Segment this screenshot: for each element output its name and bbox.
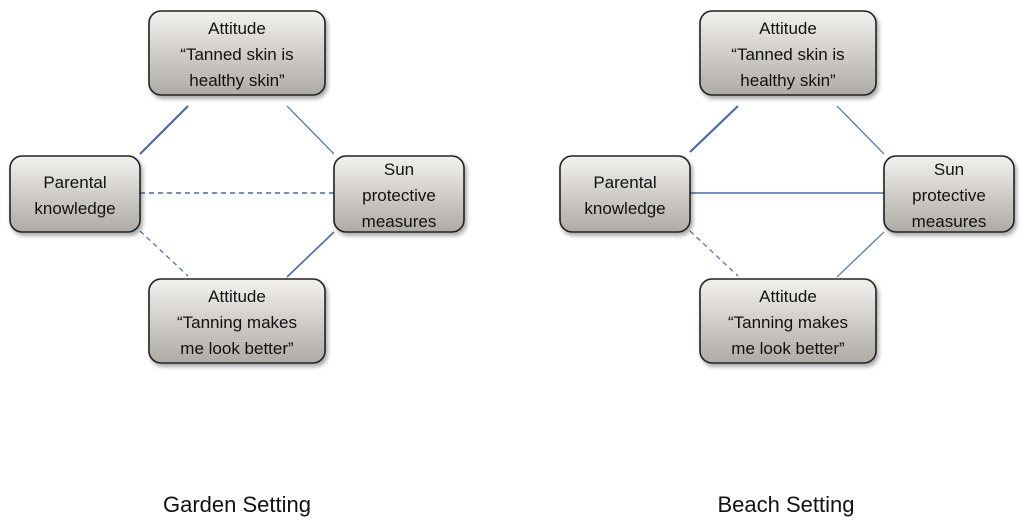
node-line: me look better” <box>731 339 845 358</box>
edge-parental-attitude-top <box>689 105 739 153</box>
edge-parental-attitude-bottom <box>139 230 189 277</box>
edge-attitude-top-sun <box>286 105 335 155</box>
beach-panel: Attitude “Tanned skin is healthy skin” P… <box>559 10 1015 517</box>
node-line: Attitude <box>208 19 266 38</box>
node-line: healthy skin” <box>740 71 836 90</box>
node-line: “Tanning makes <box>728 313 848 332</box>
node-parental-knowledge: Parental knowledge <box>559 155 691 233</box>
node-parental-knowledge: Parental knowledge <box>9 155 141 233</box>
node-line: Sun <box>934 160 964 179</box>
node-attitude-tanned-skin: Attitude “Tanned skin is healthy skin” <box>699 10 877 96</box>
node-line: “Tanned skin is <box>180 45 293 64</box>
node-line: healthy skin” <box>189 71 285 90</box>
node-line: measures <box>362 212 437 231</box>
node-attitude-tanning-makes: Attitude “Tanning makes me look better” <box>148 278 326 364</box>
edge-parental-attitude-top <box>139 105 189 155</box>
node-line: Sun <box>384 160 414 179</box>
edge-attitude-top-sun <box>836 105 885 155</box>
node-attitude-tanning-makes: Attitude “Tanning makes me look better” <box>699 278 877 364</box>
edge-attitude-bottom-sun <box>286 231 335 278</box>
garden-caption: Garden Setting <box>163 492 311 517</box>
node-line: knowledge <box>34 199 115 218</box>
garden-panel: Attitude “Tanned skin is healthy skin” P… <box>9 10 465 517</box>
node-line: “Tanning makes <box>177 313 297 332</box>
node-sun-protective-measures: Sun protective measures <box>883 155 1015 233</box>
node-line: knowledge <box>584 199 665 218</box>
node-line: Attitude <box>759 19 817 38</box>
node-attitude-tanned-skin: Attitude “Tanned skin is healthy skin” <box>148 10 326 96</box>
node-line: “Tanned skin is <box>731 45 844 64</box>
edge-parental-attitude-bottom <box>689 230 739 277</box>
node-line: protective <box>362 186 436 205</box>
beach-caption: Beach Setting <box>718 492 855 517</box>
node-line: Parental <box>43 173 106 192</box>
node-line: Attitude <box>759 287 817 306</box>
node-line: Parental <box>593 173 656 192</box>
node-sun-protective-measures: Sun protective measures <box>333 155 465 233</box>
edge-attitude-bottom-sun <box>836 231 885 278</box>
node-line: measures <box>912 212 987 231</box>
node-line: me look better” <box>180 339 294 358</box>
node-line: protective <box>912 186 986 205</box>
node-line: Attitude <box>208 287 266 306</box>
